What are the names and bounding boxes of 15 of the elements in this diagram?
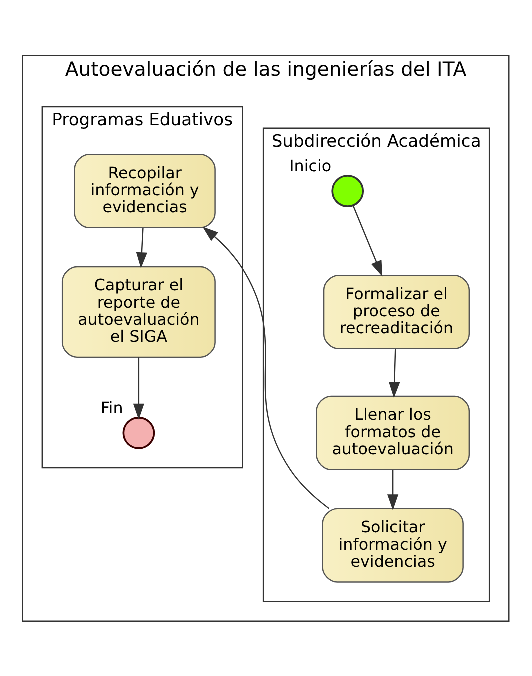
arrow xyxy=(202,226,330,509)
node-circle xyxy=(122,416,156,449)
arrow xyxy=(388,470,399,510)
node-circle xyxy=(332,174,364,207)
arrow xyxy=(389,348,400,398)
node-box: Solicitar información y evidencias xyxy=(322,508,464,582)
node-label: Fin xyxy=(100,398,124,418)
node-box: Formalizar el proceso de recreaditación xyxy=(323,274,470,349)
node-label: Inicio xyxy=(290,156,332,176)
node-box: Llenar los formatos de autoevaluación xyxy=(316,395,470,470)
arrow xyxy=(136,228,148,268)
arrow xyxy=(133,357,144,420)
arrow xyxy=(352,204,383,276)
node-box: Capturar el reporte de autoevaluación el SIGA xyxy=(62,266,216,358)
node-box: Recopilar información y evidencias xyxy=(74,154,216,228)
